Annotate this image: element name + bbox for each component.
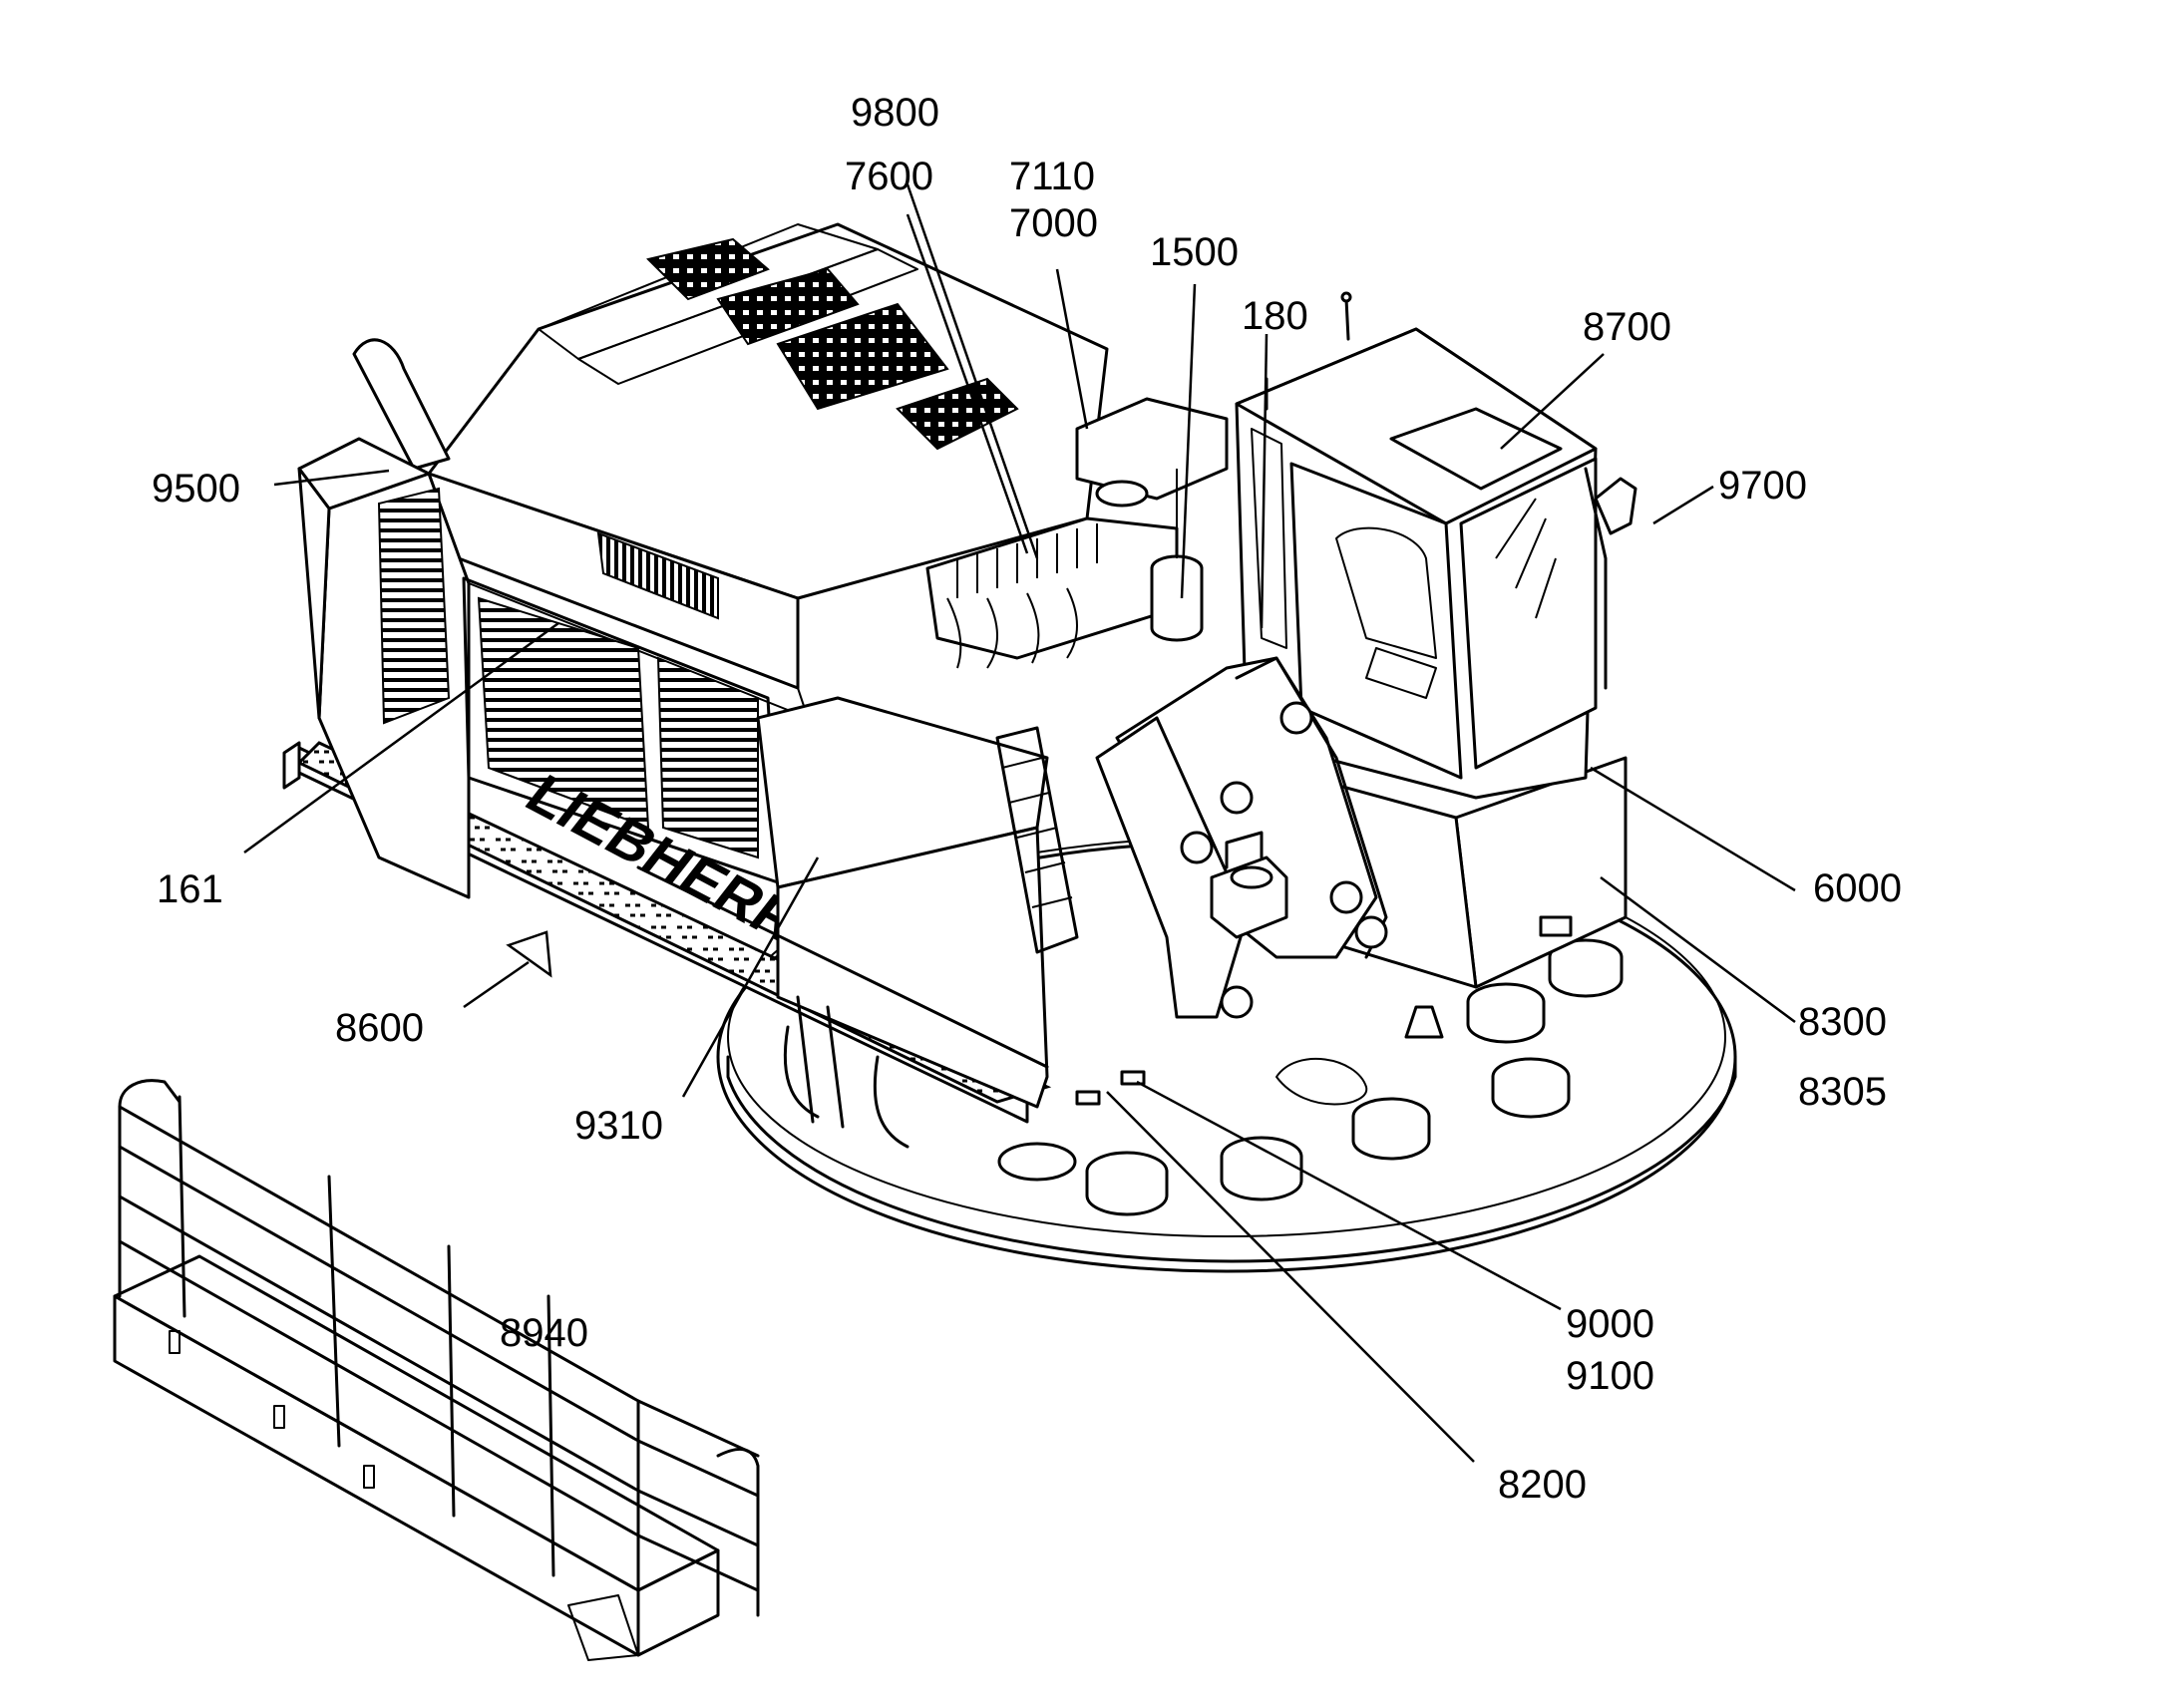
callout-8200: 8200 xyxy=(1498,1463,1587,1507)
engine-compartment: LIEBHERR xyxy=(297,222,1109,1109)
leader-161 xyxy=(243,621,559,854)
callout-9310: 9310 xyxy=(574,1104,663,1148)
callout-9500: 9500 xyxy=(152,467,240,511)
operator-cab xyxy=(1235,291,1637,800)
leader-180 xyxy=(1260,333,1269,629)
leader-8600-arrow xyxy=(506,930,552,978)
railing-assembly xyxy=(113,1079,760,1661)
leader-9310 xyxy=(681,856,820,1098)
callout-8940: 8940 xyxy=(500,1311,588,1355)
callout-9700: 9700 xyxy=(1718,464,1807,508)
callout-8305: 8305 xyxy=(1798,1070,1887,1114)
leader-9000 xyxy=(1136,1080,1562,1311)
leader-9700 xyxy=(1652,485,1714,525)
callout-8600: 8600 xyxy=(335,1006,424,1050)
boom-foot xyxy=(1095,656,1388,1019)
callout-8700: 8700 xyxy=(1583,305,1671,349)
leader-1500 xyxy=(1180,283,1197,599)
callout-6000: 6000 xyxy=(1813,866,1902,910)
leader-6000 xyxy=(1590,766,1796,892)
leader-lines xyxy=(243,183,1796,1463)
callout-7600: 7600 xyxy=(845,155,933,198)
leader-8300 xyxy=(1600,875,1796,1024)
leader-8200 xyxy=(1106,1091,1475,1463)
callout-labels: 9800 7600 7110 7000 1500 180 8700 9700 9… xyxy=(152,91,1902,1507)
callout-7000: 7000 xyxy=(1009,201,1098,245)
leader-9500 xyxy=(273,469,390,487)
callout-8300: 8300 xyxy=(1798,1000,1887,1044)
leader-8700 xyxy=(1500,353,1605,450)
callout-9800: 9800 xyxy=(851,91,939,135)
access-ladder xyxy=(783,726,1146,1149)
callout-7110: 7110 xyxy=(1009,155,1095,198)
leader-9800 xyxy=(906,183,1039,559)
ring-bolt-caps xyxy=(997,938,1624,1216)
callout-1500: 1500 xyxy=(1150,230,1239,274)
callout-180: 180 xyxy=(1242,294,1308,338)
callout-9000: 9000 xyxy=(1566,1302,1654,1346)
leader-8600 xyxy=(463,960,530,1009)
leader-7600 xyxy=(906,213,1029,554)
leader-7110 xyxy=(1055,268,1089,430)
callout-9100: 9100 xyxy=(1566,1354,1654,1398)
callout-161: 161 xyxy=(157,867,223,911)
